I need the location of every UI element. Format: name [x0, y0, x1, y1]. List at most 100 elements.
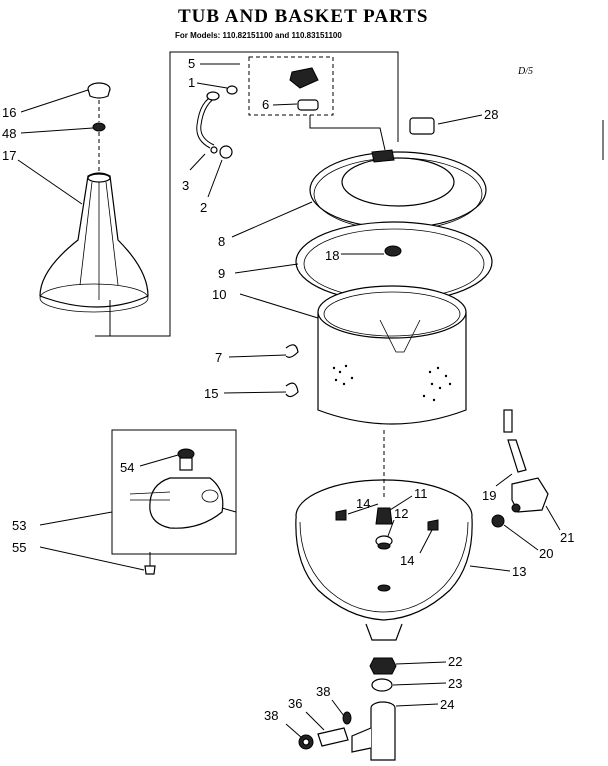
callout-10: 10	[212, 287, 226, 302]
hose-ring	[226, 85, 238, 95]
callout-19: 19	[482, 488, 496, 503]
callout-7: 7	[215, 350, 222, 365]
fill-hose	[196, 94, 216, 149]
callout-48: 48	[2, 126, 16, 141]
callout-14-right: 14	[400, 553, 414, 568]
diagram-title: TUB AND BASKET PARTS	[178, 6, 428, 27]
callout-17: 17	[2, 148, 16, 163]
agitator-vanes	[79, 181, 119, 300]
hose-end-top	[206, 91, 220, 101]
basket-hub	[379, 319, 421, 353]
drain-fitting	[511, 477, 549, 513]
basket-rim	[323, 291, 461, 337]
outer-tub-drain	[365, 623, 403, 641]
agitator-top	[87, 173, 111, 183]
basket-top	[317, 285, 467, 339]
callout-28: 28	[484, 107, 498, 122]
callout-18: 18	[325, 248, 339, 263]
basket-drive-nut	[384, 245, 402, 257]
callout-13: 13	[512, 564, 526, 579]
hose-end-bottom	[210, 146, 218, 154]
callout-2: 2	[200, 200, 207, 215]
agitator-nut	[92, 122, 106, 132]
pump-stem	[179, 457, 193, 471]
page-code: D/5	[517, 66, 533, 77]
fill-hose-inner	[200, 95, 220, 146]
callout-38-lower: 38	[264, 708, 278, 723]
callout-11: 11	[414, 486, 428, 501]
tee-body	[370, 708, 396, 761]
callout-53: 53	[12, 518, 26, 533]
hose-clamp-lower-hole	[302, 738, 310, 746]
dispenser-box	[248, 56, 334, 116]
callout-22: 22	[448, 654, 462, 669]
agitator-connection-line	[95, 51, 399, 337]
callout-38-upper: 38	[316, 684, 330, 699]
basket-clip-15	[285, 382, 299, 398]
callout-1: 1	[188, 75, 195, 90]
drain-parts	[491, 409, 549, 528]
callout-36: 36	[288, 696, 302, 711]
callout-24: 24	[440, 697, 454, 712]
pump-screw	[144, 565, 156, 575]
basket-wall	[317, 312, 467, 425]
basket-holes	[332, 364, 452, 402]
drain-tee	[351, 701, 396, 761]
leader-lines	[17, 63, 561, 739]
diagram-subtitle: For Models: 110.82151100 and 110.8315110…	[175, 31, 342, 40]
agitator-group	[39, 82, 149, 313]
tub-bolt-left	[335, 509, 347, 521]
callout-55: 55	[12, 540, 26, 555]
tub-cover	[309, 149, 487, 231]
dispenser-parts	[196, 67, 319, 159]
basket	[317, 285, 467, 425]
pump-box	[111, 429, 237, 555]
pump-link	[221, 507, 237, 513]
callout-8: 8	[218, 234, 225, 249]
tub-cover-opening	[341, 157, 455, 207]
shaft-seal	[375, 507, 393, 525]
dispenser-cup	[297, 99, 319, 111]
callout-9: 9	[218, 266, 225, 281]
callout-3: 3	[182, 178, 189, 193]
basket-clip-7	[285, 344, 299, 358]
callout-16: 16	[2, 105, 16, 120]
callout-5: 5	[188, 56, 195, 71]
dispenser-valve	[289, 67, 319, 89]
callout-20: 20	[539, 546, 553, 561]
drain-tube	[507, 439, 527, 473]
pump-assembly	[129, 448, 237, 529]
short-hose	[317, 727, 349, 747]
callout-6: 6	[262, 97, 269, 112]
tub-nut	[369, 657, 397, 675]
shaft-bearing-inner	[377, 542, 391, 550]
tub-cover-clip	[409, 117, 435, 135]
hose-clamp	[219, 145, 233, 159]
tee-branch	[351, 727, 372, 753]
callout-21: 21	[560, 530, 574, 545]
callout-12: 12	[394, 506, 408, 521]
callout-14-left: 14	[356, 496, 370, 511]
outer-tub	[295, 479, 473, 641]
pump-body	[149, 477, 224, 529]
hose-clamp-upper	[342, 711, 352, 725]
callout-23: 23	[448, 676, 462, 691]
tub-cover-vent	[371, 149, 395, 163]
tub-bolt-right	[427, 519, 439, 531]
outer-tub-inner	[299, 521, 469, 613]
callout-15: 15	[204, 386, 218, 401]
tub-washer	[371, 678, 393, 692]
drain-fitting-port	[511, 503, 521, 513]
outer-tub-outlet	[377, 584, 391, 592]
pump-port	[201, 489, 219, 503]
pump-outlet	[129, 491, 171, 501]
callout-labels: 16 48 17 5 1 6 3 2 28 8 18 9 10 7 15 54 …	[2, 56, 574, 723]
bottom-hose-parts	[298, 711, 352, 750]
outer-tub-wall	[295, 517, 473, 621]
agitator-body	[39, 172, 149, 308]
agitator-base	[39, 283, 149, 313]
agitator-cap-body	[87, 88, 111, 99]
callout-54: 54	[120, 460, 134, 475]
drain-tube-top	[503, 409, 513, 433]
